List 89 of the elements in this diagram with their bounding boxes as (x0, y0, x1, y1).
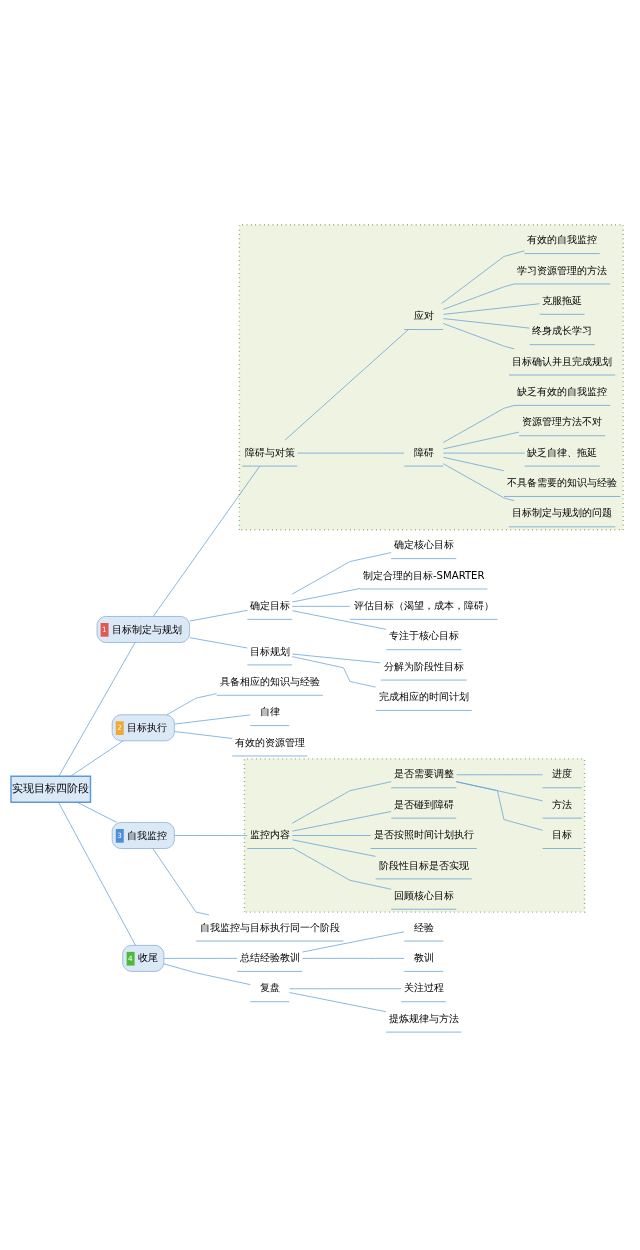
node-text: 是否按照时间计划执行 (373, 828, 474, 840)
node-text: 完成相应的时间计划 (378, 690, 469, 702)
node-text: 是否碰到障碍 (393, 798, 454, 810)
connector (76, 801, 117, 823)
connector (443, 452, 525, 453)
node-text: 确定目标 (249, 599, 290, 611)
connector (442, 462, 515, 501)
connector (289, 991, 387, 1012)
connector (189, 609, 248, 621)
connector (455, 780, 543, 831)
connector (58, 801, 136, 945)
node-text: 是否需要调整 (393, 767, 454, 779)
node-text: 关注过程 (403, 981, 444, 993)
connector (174, 834, 248, 836)
connector (443, 431, 520, 449)
node-box: 4 收尾 (122, 944, 165, 972)
node-text: 不具备需要的知识与经验 (507, 476, 618, 488)
node-text: 提炼规律与方法 (388, 1012, 459, 1024)
node-text: 自我监控与目标执行同一个阶段 (199, 921, 340, 933)
connector (297, 452, 405, 453)
connector (291, 846, 392, 890)
node-text: 缺乏自律、拖延 (527, 446, 598, 458)
connector (443, 317, 530, 328)
node-box: 2 目标执行 (111, 713, 175, 741)
node-text: 自律 (259, 705, 280, 717)
node-text: 制定合理的目标-SMARTER (362, 569, 485, 581)
node-text: 方法 (552, 798, 573, 810)
node-text: 目标确认并且完成规划 (512, 355, 613, 367)
connector (291, 834, 371, 836)
node-text: 学习资源管理的方法 (517, 264, 608, 276)
node-text: 有效的资源管理 (234, 736, 305, 748)
connector (442, 404, 515, 443)
node-box: 1 目标制定与规划 (96, 615, 190, 643)
connector (291, 605, 351, 607)
node-text: 障碍 (413, 446, 434, 458)
connector (153, 465, 261, 617)
node-text: 监控内容 (249, 828, 290, 840)
connector (443, 302, 540, 315)
node-text: 确定核心目标 (393, 538, 454, 550)
connector (455, 780, 543, 801)
connector (174, 730, 233, 739)
node-text: 回顾核心目标 (393, 889, 454, 901)
connector (302, 957, 405, 959)
node-text: 终身成长学习 (532, 324, 593, 336)
node-text: 复盘 (259, 981, 280, 993)
connector (291, 655, 376, 687)
connector (291, 839, 376, 857)
node-text: 有效的自我监控 (527, 233, 598, 245)
connector (189, 636, 248, 648)
node-text: 资源管理方法不对 (522, 415, 603, 427)
connector (58, 641, 136, 776)
node-text: 目标规划 (249, 645, 290, 657)
node-text: 分解为阶段性目标 (383, 660, 464, 672)
node-text: 障碍与对策 (244, 446, 295, 458)
connector (441, 249, 525, 304)
node-text: 教训 (413, 951, 434, 963)
node-text: 克服拖延 (542, 294, 583, 306)
connector (442, 322, 515, 349)
connector (291, 551, 392, 594)
connector (442, 283, 515, 310)
node-text: 目标 (552, 828, 573, 840)
connector (291, 587, 361, 602)
node-text: 应对 (413, 309, 434, 321)
node-text: 目标制定与规划的问题 (512, 506, 613, 518)
connector (152, 847, 210, 915)
connector (456, 773, 543, 775)
node-text: 总结经验教训 (239, 951, 300, 963)
connector (291, 653, 381, 663)
node-box: 3 自我监控 (111, 821, 175, 849)
connector (174, 714, 251, 724)
connector (443, 456, 505, 471)
connector (284, 328, 409, 440)
node-text: 专注于核心目标 (388, 629, 459, 641)
connector (291, 810, 392, 831)
node-text: 具备相应的知识与经验 (219, 675, 320, 687)
connector (302, 930, 405, 952)
node-text: 缺乏有效的自我监控 (517, 385, 608, 397)
connector (163, 963, 251, 985)
connector (289, 987, 402, 989)
connector (291, 780, 392, 824)
connector (163, 957, 238, 959)
node-text: 经验 (413, 921, 434, 933)
node-text: 评估目标（渴望，成本，障碍） (353, 599, 494, 611)
connector (70, 739, 124, 777)
node-text: 阶段性目标是否实现 (378, 859, 469, 871)
connector (291, 609, 387, 630)
node-box: 实现目标四阶段 (10, 775, 92, 803)
node-text: 进度 (552, 767, 573, 779)
connector (166, 692, 217, 715)
